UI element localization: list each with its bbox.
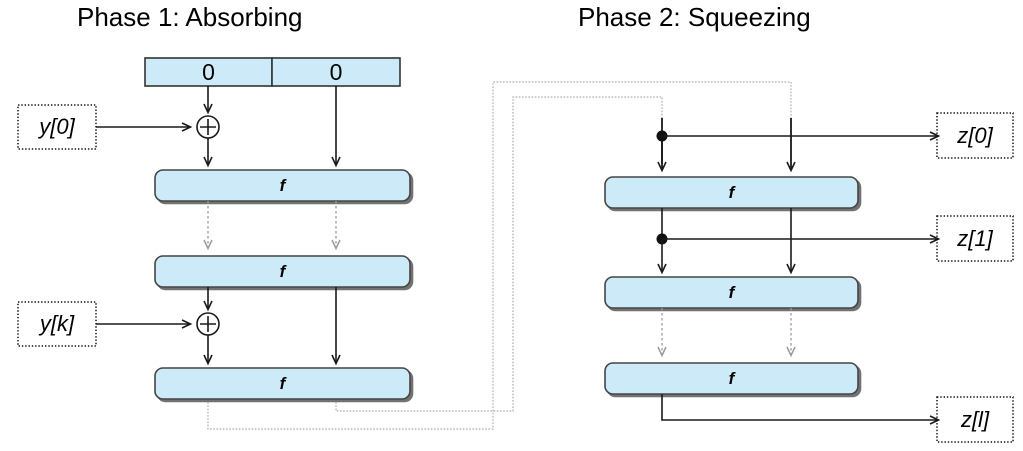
phase1-title: Phase 1: Absorbing	[77, 2, 303, 32]
output-label-z0: z[0]	[957, 122, 993, 148]
xor-gate-k	[196, 312, 220, 336]
phase2-f-label-2: f	[728, 282, 735, 302]
phase2-f-box-3	[604, 362, 859, 395]
feedback-wires	[207, 81, 792, 430]
phase2-tap-1	[656, 233, 941, 245]
frame-y0	[17, 104, 97, 150]
phase2-f-box-1	[604, 176, 859, 209]
output-label-zl: z[l]	[960, 406, 990, 432]
register-cell-capacity	[271, 57, 401, 87]
output-label-z1: z[1]	[957, 225, 993, 251]
phase1-f-box-2	[154, 255, 411, 288]
phase1-f-label-3: f	[279, 373, 286, 393]
phase1-f-box-1	[154, 169, 411, 202]
feedback-wire-inner	[335, 96, 663, 412]
input-label-yk: y[k]	[39, 311, 75, 336]
phase2-elision-wires	[657, 308, 796, 358]
phase2-f-box-2	[604, 276, 859, 309]
xor-gate-0	[196, 115, 220, 139]
feedback-wire-heads	[657, 118, 796, 173]
phase1-f-label-2: f	[279, 261, 286, 281]
phase1-f-label-1: f	[279, 175, 286, 195]
input-label-y0: y[0]	[39, 114, 75, 139]
register-value-rate: 0	[202, 58, 215, 85]
frame-z0	[936, 112, 1014, 159]
register-cell-rate	[144, 57, 273, 87]
phase1-f-box-3	[154, 367, 411, 400]
frame-z1	[936, 215, 1014, 262]
phase1-elision-wires	[203, 201, 341, 251]
state-register	[144, 57, 401, 87]
phase2-f-label-3: f	[728, 368, 735, 388]
phase2-f-label-1: f	[728, 182, 735, 202]
io-label-frames	[17, 104, 1014, 443]
frame-yk	[17, 301, 97, 347]
phase2-title: Phase 2: Squeezing	[578, 2, 811, 32]
register-value-capacity: 0	[329, 58, 343, 85]
wire-f3-to-zl	[661, 394, 941, 425]
frame-zl	[936, 396, 1014, 443]
phase2-tap-0	[656, 130, 941, 142]
